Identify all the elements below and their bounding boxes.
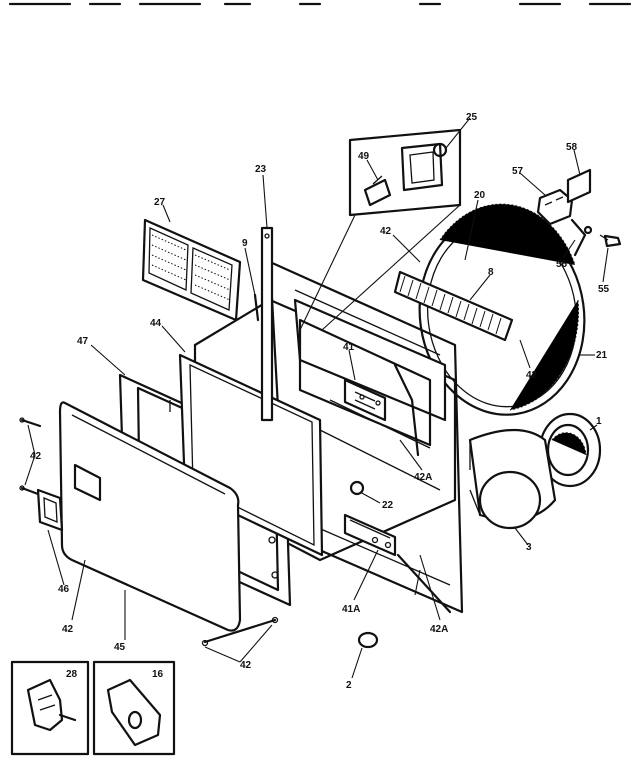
callout-3: 3 [526,542,532,553]
callout-8: 8 [488,267,494,278]
callout-47: 47 [77,336,89,347]
callout-44: 44 [150,318,162,329]
support-strap [260,226,274,422]
terminal-block [536,188,574,226]
callout-21: 21 [596,350,608,361]
callout-42-left: 42 [30,451,42,462]
cover-plate [566,168,592,204]
leveling-foot [357,631,379,649]
callout-49: 49 [358,151,370,162]
callout-42-bottom: 42 [240,660,252,671]
callout-56: 56 [556,259,568,270]
callout-22: 22 [382,500,394,511]
callout-41: 41 [343,342,355,353]
callout-55: 55 [598,284,610,295]
door-screws [19,417,279,647]
door-panel [58,401,242,632]
callout-20: 20 [474,190,486,201]
callout-42-drum: 42 [526,370,538,381]
callout-57: 57 [512,166,524,177]
drum-seal-band [393,270,514,342]
inset-box-28 [10,660,90,756]
callout-28: 28 [66,669,78,680]
callout-41A: 41A [342,604,360,615]
callout-42A-lower: 42A [430,624,448,635]
roller-part [349,480,365,496]
inset-box-16 [92,660,176,756]
wire-connector [570,218,593,257]
switch-inset-box [299,128,462,331]
callout-42-door: 42 [62,624,74,635]
callout-42-upper: 42 [380,226,392,237]
callout-1: 1 [596,416,602,427]
callout-9-upper: 9 [242,238,248,249]
lint-grille [141,218,242,322]
callout-45: 45 [114,642,126,653]
bracket-upper [343,378,387,422]
callout-16: 16 [152,669,164,680]
callout-27: 27 [154,197,166,208]
bracket-lower [343,513,397,557]
callout-25: 25 [466,112,478,123]
callout-58: 58 [566,142,578,153]
leader-lines [24,117,609,679]
callout-46: 46 [58,584,70,595]
callout-42A-upper: 42A [414,472,432,483]
drum-glide [393,363,452,614]
callout-labels: 25 49 23 27 9 42 20 57 58 56 55 8 44 47 … [30,112,610,691]
exhaust-duct [468,428,557,530]
callout-2: 2 [346,680,352,691]
fuse-part [599,234,622,248]
door-latch-part [36,488,64,532]
callout-23: 23 [255,164,267,175]
